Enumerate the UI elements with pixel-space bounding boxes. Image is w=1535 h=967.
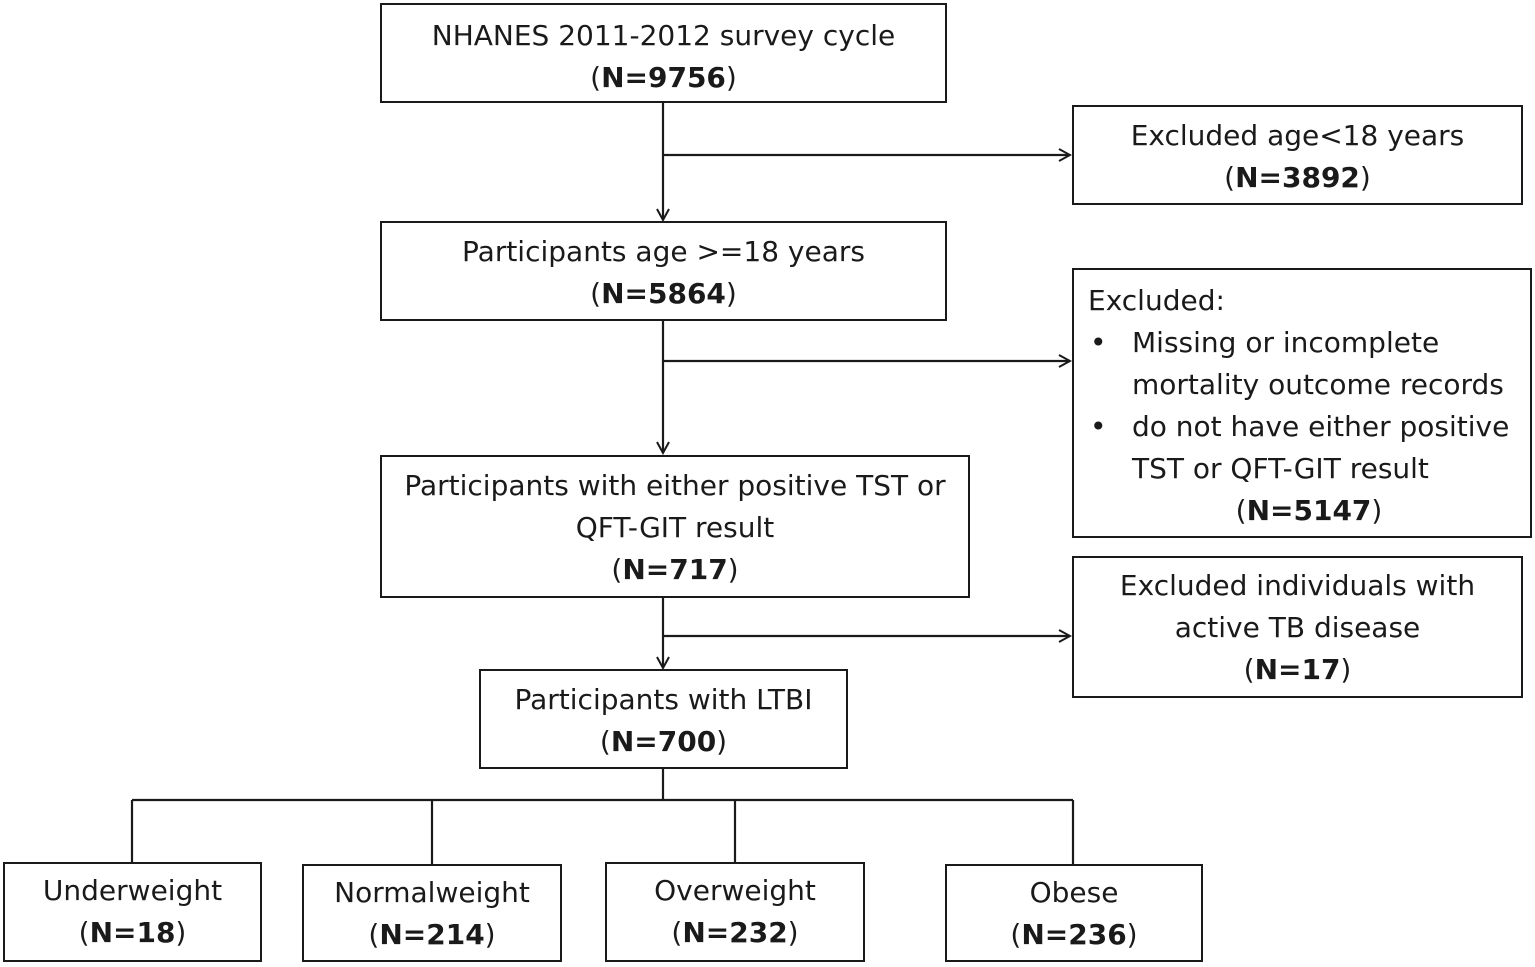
box-count-line: (N=17) <box>1243 653 1352 686</box>
list-item-line: TST or QFT-GIT result <box>1132 452 1429 485</box>
bullet-icon: • <box>1090 410 1107 443</box>
box-count-line: (N=236) <box>1010 918 1138 951</box>
box-count-line: (N=232) <box>671 916 799 949</box>
box-group-overweight: Overweight (N=232) <box>605 862 865 962</box>
box-count-line: (N=700) <box>599 725 728 758</box>
box-count-line: (N=717) <box>611 553 739 586</box>
box-participants-ltbi: Participants with LTBI (N=700) <box>479 669 848 769</box>
box-group-underweight: Underweight (N=18) <box>3 862 262 962</box>
box-count: N=214 <box>379 918 485 951</box>
box-participants-positive: Participants with either positive TST or… <box>380 455 970 598</box>
box-count-line: (N=3892) <box>1224 161 1371 194</box>
box-label: active TB disease <box>1174 611 1421 644</box>
box-count: N=717 <box>622 553 728 586</box>
box-count: N=3892 <box>1235 161 1360 194</box>
box-count: N=18 <box>89 916 176 949</box>
box-count-line: (N=18) <box>78 916 187 949</box>
box-label: Participants with LTBI <box>514 683 813 716</box>
box-heading: Excluded: <box>1088 284 1225 317</box>
box-count-line: (N=214) <box>368 918 496 951</box>
box-count-line: (N=5147) <box>1235 494 1383 527</box>
box-participants-adults: Participants age >=18 years (N=5864) <box>380 221 947 321</box>
list-item-line: mortality outcome records <box>1132 368 1504 401</box>
box-label: Underweight <box>42 874 223 907</box>
box-count: N=5147 <box>1246 494 1372 527</box>
box-count: N=232 <box>682 916 788 949</box>
box-excluded-missing: Excluded: • Missing or incomplete mortal… <box>1072 268 1532 538</box>
box-excluded-tb: Excluded individuals with active TB dise… <box>1072 556 1523 698</box>
box-group-normalweight: Normalweight (N=214) <box>302 864 562 962</box>
box-label: NHANES 2011-2012 survey cycle <box>431 19 896 52</box>
list-item-line: Missing or incomplete <box>1132 326 1440 359</box>
box-label: Excluded individuals with <box>1119 569 1476 602</box>
box-label: Normalweight <box>334 876 530 909</box>
box-count: N=5864 <box>601 277 726 310</box>
box-label: Participants with either positive TST or <box>404 469 946 502</box>
box-group-obese: Obese (N=236) <box>945 864 1203 962</box>
box-label: QFT-GIT result <box>575 511 775 544</box>
list-item: • do not have either positive TST or QFT… <box>1088 406 1530 490</box>
box-excluded-age: Excluded age<18 years (N=3892) <box>1072 105 1523 205</box>
box-count: N=700 <box>610 725 717 758</box>
bullet-icon: • <box>1090 326 1107 359</box>
box-count-line: (N=5864) <box>590 277 737 310</box>
box-count-line: (N=9756) <box>590 61 737 94</box>
box-label: Overweight <box>654 874 816 907</box>
exclusion-list: • Missing or incomplete mortality outcom… <box>1088 322 1530 490</box>
list-item: • Missing or incomplete mortality outcom… <box>1088 322 1530 406</box>
box-count: N=236 <box>1021 918 1127 951</box>
box-survey-cycle: NHANES 2011-2012 survey cycle (N=9756) <box>380 3 947 103</box>
box-count: N=17 <box>1254 653 1341 686</box>
box-label: Excluded age<18 years <box>1130 119 1465 152</box>
box-label: Participants age >=18 years <box>462 235 865 268</box>
list-item-line: do not have either positive <box>1132 410 1510 443</box>
box-label: Obese <box>1029 876 1119 909</box>
box-count: N=9756 <box>601 61 726 94</box>
